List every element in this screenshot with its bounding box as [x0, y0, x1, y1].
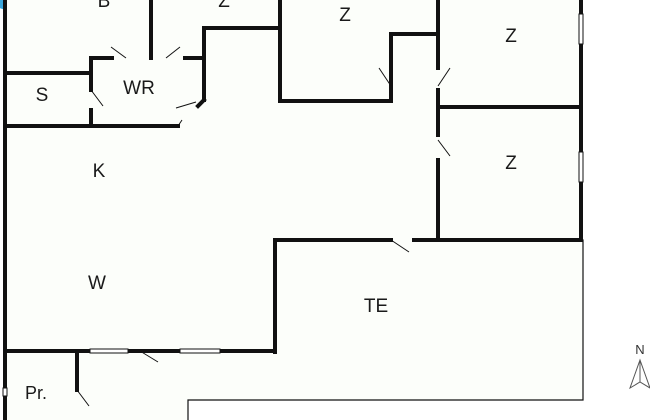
- wall-wr-right-corner: [195, 97, 207, 109]
- door-pr: [76, 389, 90, 407]
- room-label-z-right-top: Z: [505, 26, 517, 47]
- floor-areas: [6, 0, 583, 420]
- door-w-porch: [139, 350, 159, 363]
- room-label-te: TE: [364, 296, 388, 317]
- terrace-floor: [78, 240, 583, 420]
- room-labels: B Z Z Z Z S WR K W TE Pr.: [25, 0, 517, 403]
- door-wr-right: [165, 46, 181, 59]
- terrace-edge: [187, 239, 584, 420]
- window-porch: [2, 387, 8, 397]
- room-label-pr: Pr.: [25, 383, 47, 403]
- windows: [2, 13, 584, 397]
- door-s: [90, 89, 104, 107]
- door-z-mid: [378, 67, 392, 87]
- room-label-z-middle: Z: [339, 5, 351, 26]
- main-house-floor: [6, 0, 580, 350]
- doors: [76, 46, 451, 407]
- door-corridor: [177, 119, 183, 127]
- window-w-1: [89, 348, 129, 354]
- north-label: N: [635, 342, 644, 357]
- room-label-w: W: [88, 273, 106, 294]
- door-wr-bottom: [175, 101, 197, 109]
- window-w-2: [179, 348, 221, 354]
- door-wr-left: [110, 46, 127, 59]
- room-label-z-right-bottom: Z: [505, 153, 517, 174]
- window-right-1: [578, 13, 584, 45]
- door-z-right-bottom: [437, 139, 451, 157]
- north-arrow: N: [629, 342, 650, 390]
- room-label-k: K: [93, 161, 106, 182]
- room-label-z-top: Z: [218, 0, 230, 12]
- door-z-right-top: [437, 67, 451, 87]
- room-label-wr: WR: [123, 78, 155, 99]
- door-te: [390, 239, 410, 253]
- window-right-2: [578, 151, 584, 183]
- porch-floor: [6, 350, 78, 420]
- room-label-s: S: [36, 85, 49, 106]
- room-label-b: B: [98, 0, 111, 12]
- terrace-outline: [187, 239, 584, 420]
